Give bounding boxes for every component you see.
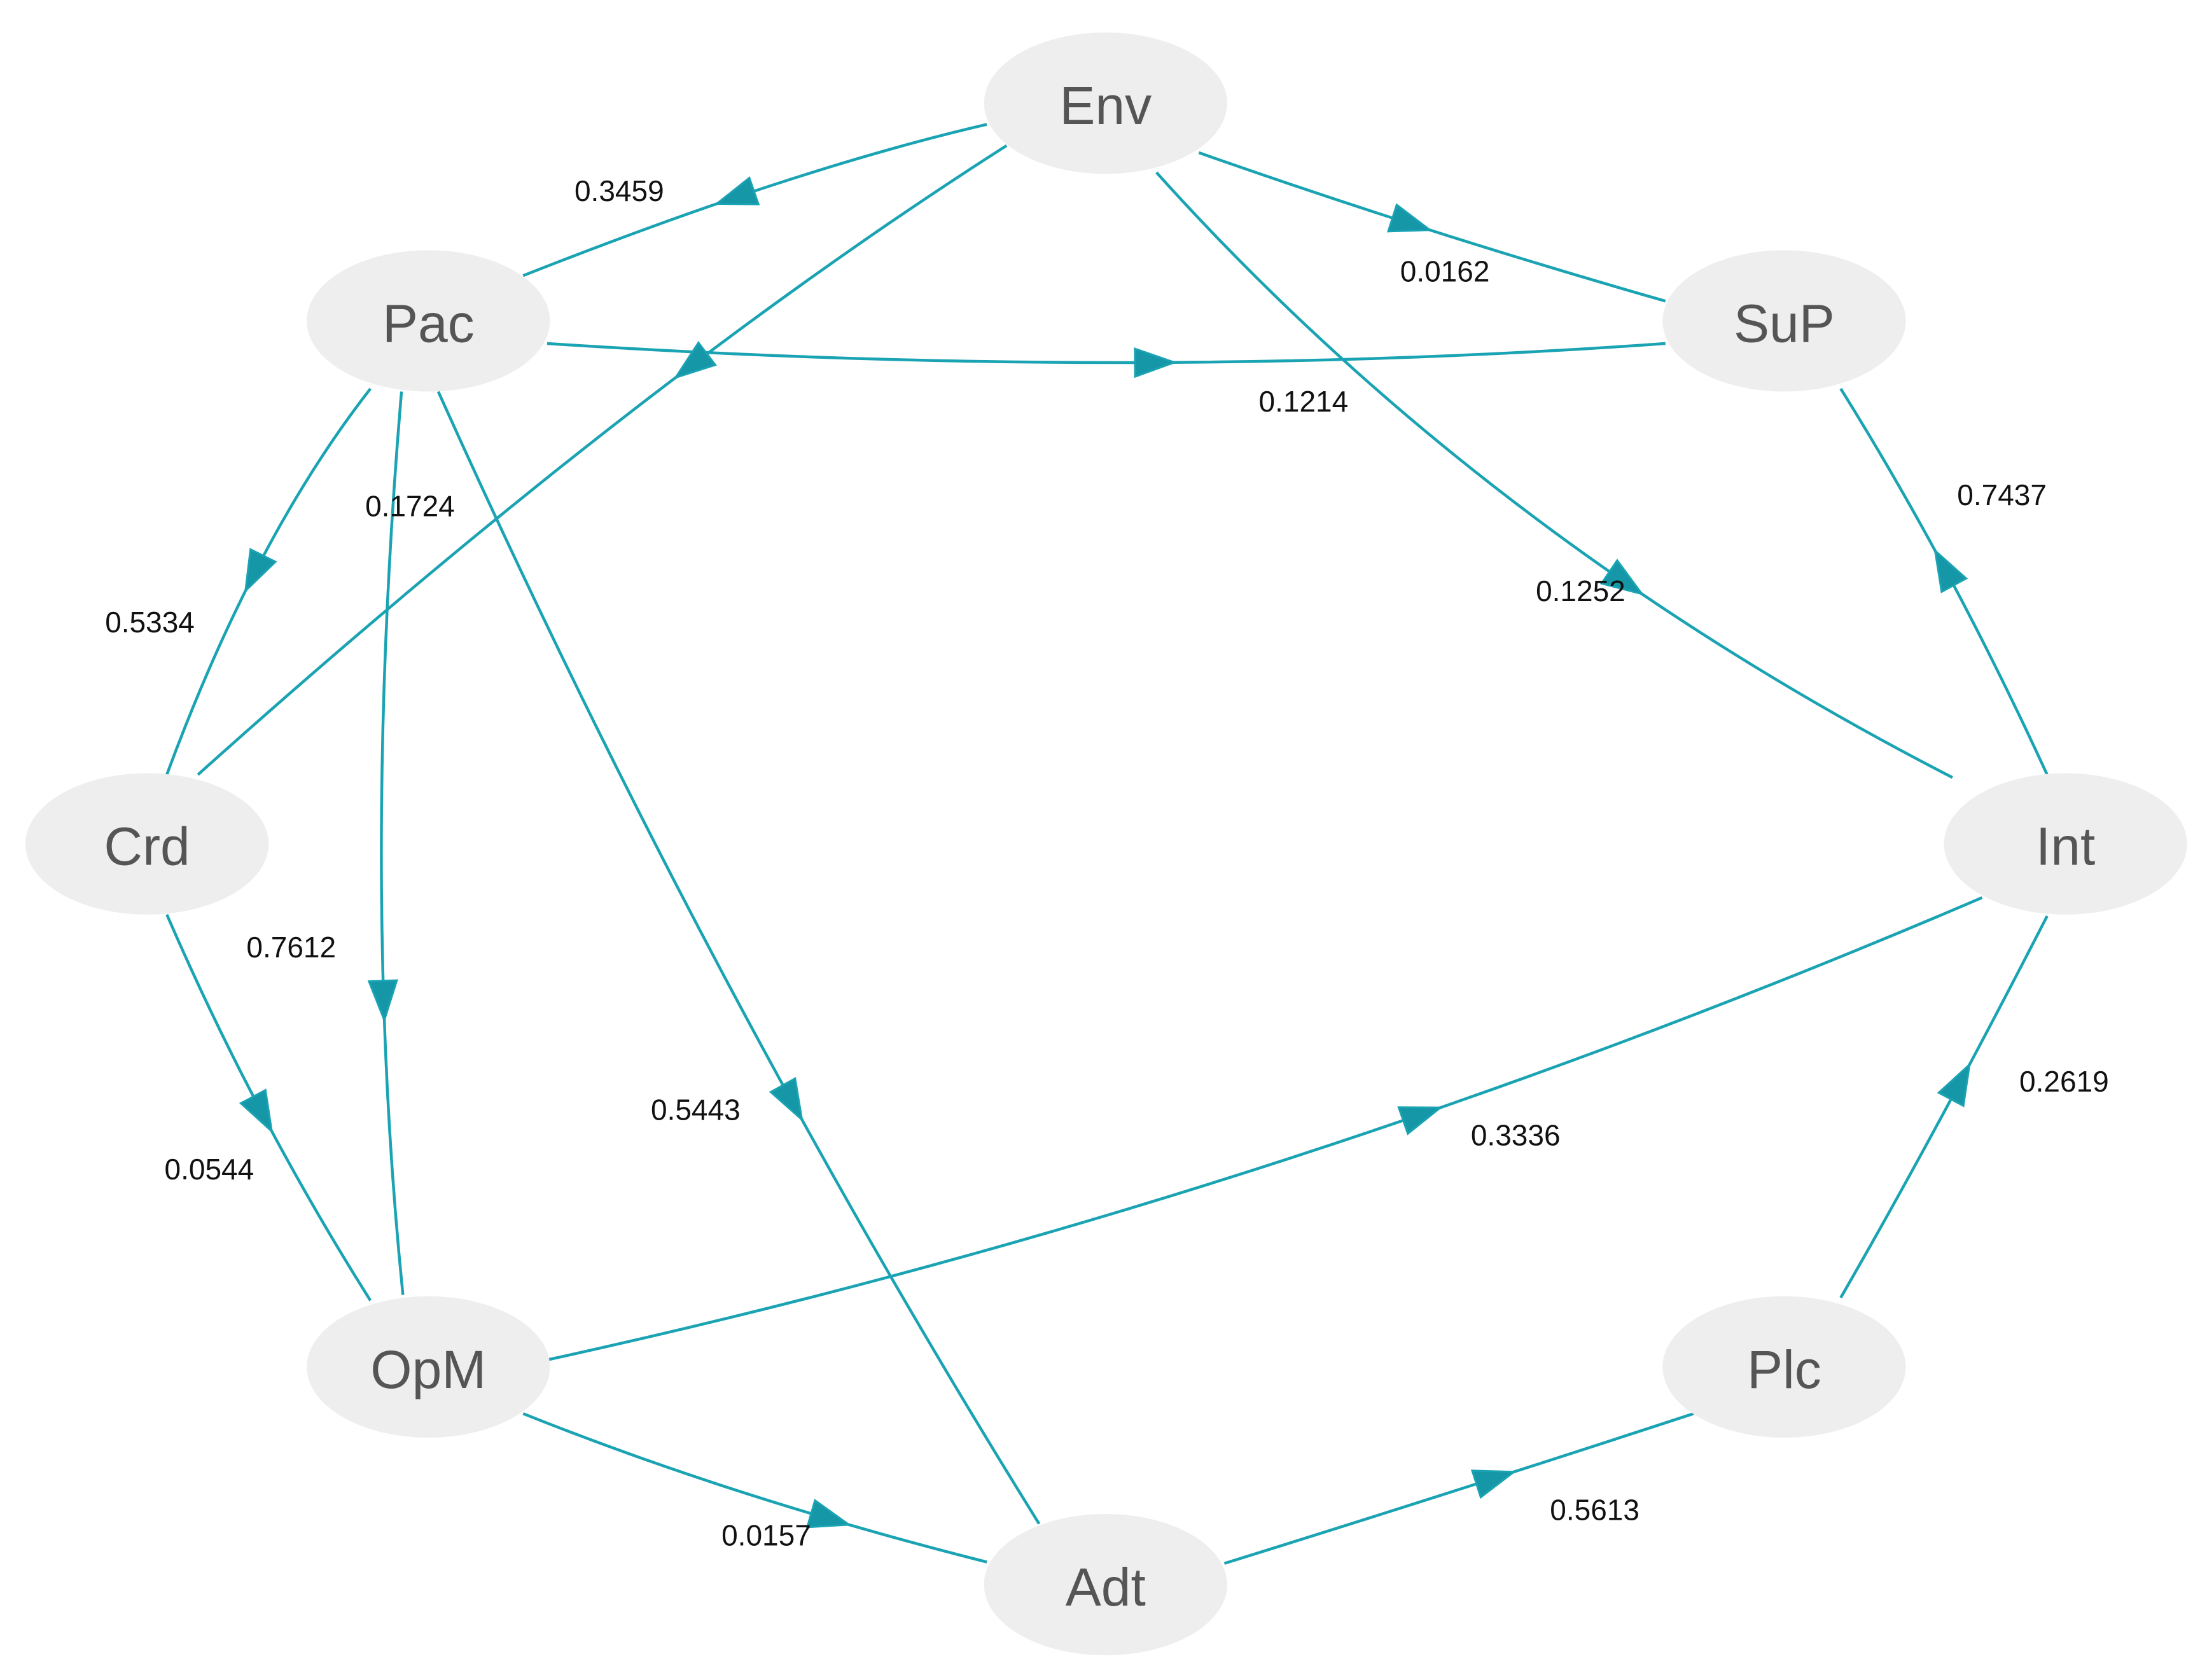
arrowhead-int-to-sup: [1933, 548, 1968, 594]
edge-weight-label: 0.1214: [1259, 385, 1349, 418]
node-int-label: Int: [2036, 817, 2095, 877]
node-sup-ellipse: [1662, 250, 1906, 392]
node-env-ellipse: [984, 32, 1227, 174]
edge-weight-label: 0.5334: [105, 606, 195, 639]
node-int: Int: [1944, 773, 2187, 915]
edge-opm-to-int: [547, 896, 1983, 1361]
edge-weight-label: 0.1252: [1536, 574, 1626, 607]
node-crd-label: Crd: [104, 817, 190, 877]
arrowhead-pac-to-opm: [367, 979, 398, 1024]
node-opm: OpM: [307, 1296, 550, 1438]
node-plc-label: Plc: [1747, 1340, 1821, 1399]
node-opm-ellipse: [307, 1296, 550, 1438]
arrowhead-env-to-sup: [1386, 203, 1433, 233]
node-adt-ellipse: [984, 1513, 1227, 1656]
node-plc: Plc: [1662, 1296, 1906, 1438]
node-adt-label: Adt: [1066, 1557, 1146, 1617]
node-sup: SuP: [1662, 250, 1906, 392]
node-crd-ellipse: [25, 773, 269, 915]
node-pac: Pac: [307, 250, 550, 392]
node-adt: Adt: [984, 1513, 1227, 1656]
edge-adt-to-plc: [1223, 1412, 1694, 1565]
edge-pac-to-adt: [436, 391, 1041, 1525]
edge-weight-label: 0.1724: [365, 490, 455, 523]
node-opm-label: OpM: [370, 1340, 486, 1399]
edge-pac-to-sup: [547, 342, 1666, 364]
node-pac-ellipse: [307, 250, 550, 392]
edge-weight-label: 0.5613: [1550, 1493, 1640, 1526]
node-plc-ellipse: [1662, 1296, 1906, 1438]
edge-env-to-int: [1155, 171, 1953, 779]
edge-pac-to-opm: [380, 391, 405, 1295]
arrowhead-env-to-int: [1599, 559, 1645, 596]
node-pac-label: Pac: [382, 293, 475, 353]
edge-plc-to-int: [1839, 915, 2049, 1299]
node-crd: Crd: [25, 773, 269, 915]
edge-env-to-crd: [197, 144, 1008, 776]
edge-weight-label: 0.0162: [1400, 255, 1490, 288]
arrowhead-plc-to-int: [1937, 1062, 1971, 1107]
arrowhead-pac-to-adt: [769, 1077, 804, 1123]
edge-weight-label: 0.0544: [165, 1153, 254, 1186]
arrowhead-pac-to-crd: [244, 548, 277, 594]
node-int-ellipse: [1944, 773, 2187, 915]
node-env: Env: [984, 32, 1227, 174]
edge-pac-to-crd: [165, 387, 372, 775]
node-sup-label: SuP: [1734, 293, 1835, 353]
arrowhead-pac-to-sup: [1134, 347, 1178, 378]
edge-weight-label: 0.2619: [2019, 1065, 2109, 1098]
arrowhead-env-to-pac: [714, 176, 760, 205]
arrowhead-opm-to-int: [1397, 1106, 1444, 1135]
edge-weight-label: 0.3459: [574, 174, 664, 207]
edge-env-to-pac: [522, 123, 987, 277]
node-env-label: Env: [1059, 76, 1152, 135]
arrowhead-adt-to-plc: [1470, 1469, 1517, 1499]
edge-weight-label: 0.5443: [651, 1093, 741, 1126]
arrowhead-opm-to-adt: [805, 1499, 852, 1529]
edge-opm-to-adt: [522, 1412, 987, 1564]
edge-weight-label: 0.7612: [246, 931, 336, 964]
edge-weight-label: 0.0157: [721, 1518, 811, 1552]
arrowhead-env-to-crd: [673, 341, 717, 380]
edge-weight-label: 0.3336: [1471, 1118, 1561, 1151]
edge-weight-label: 0.7437: [1957, 478, 2047, 511]
arrowhead-crd-to-opm: [239, 1088, 274, 1134]
